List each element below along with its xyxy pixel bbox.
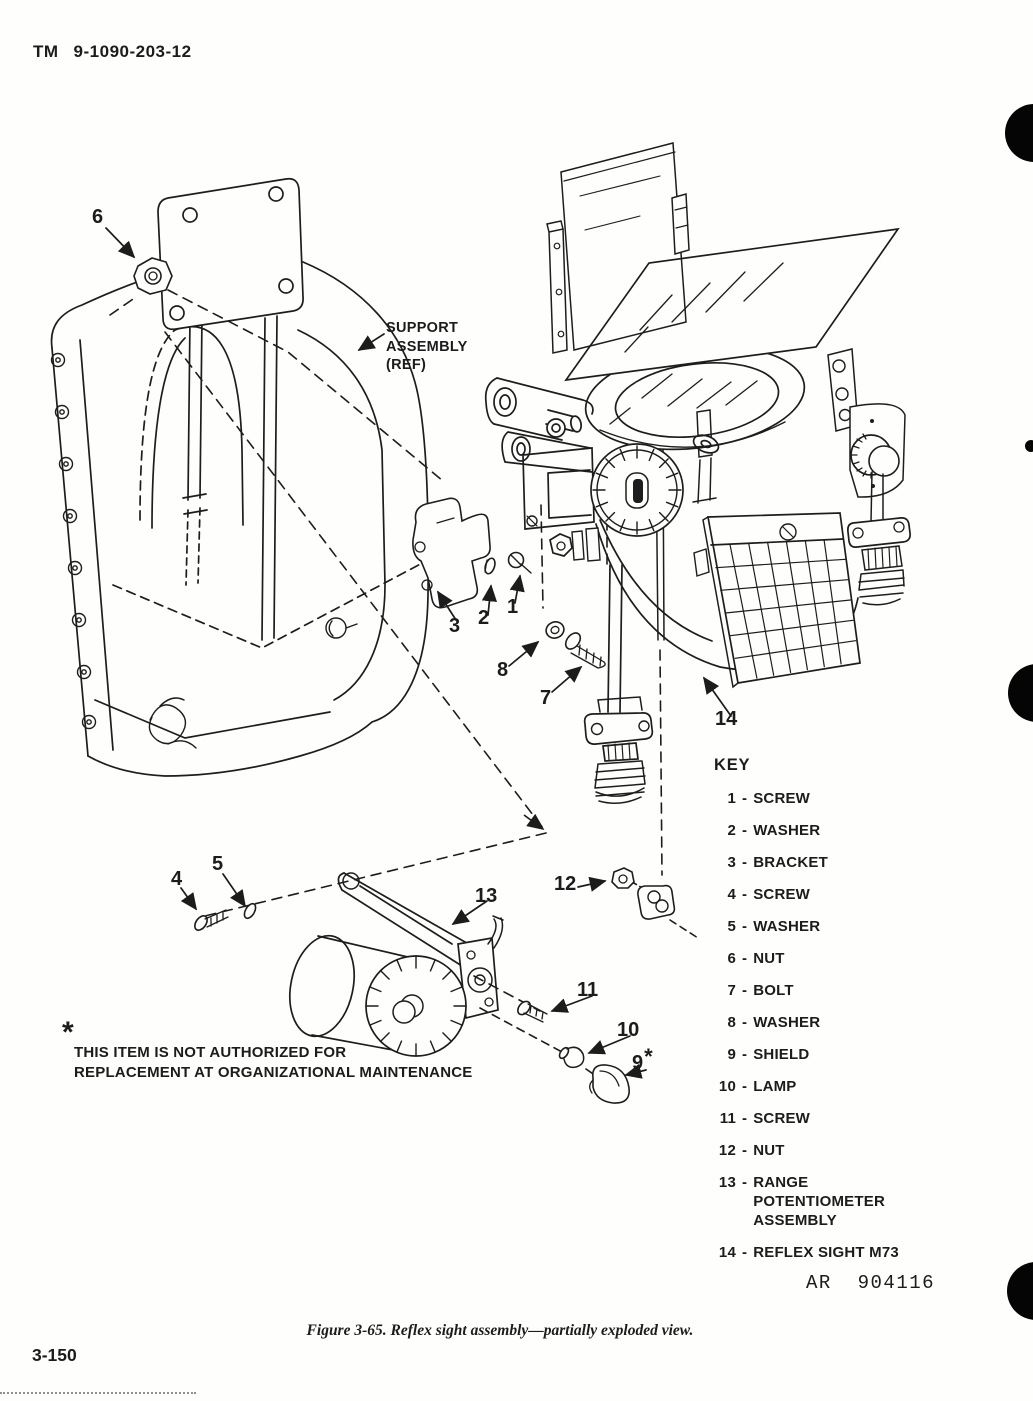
key-item: 14-REFLEX SIGHT M73 bbox=[718, 1244, 899, 1261]
key-item: 9-SHIELD bbox=[727, 1046, 810, 1063]
key-item: 13-RANGE POTENTIOMETER ASSEMBLY bbox=[718, 1174, 885, 1229]
key-item: 6-NUT bbox=[727, 950, 785, 967]
callout-7: 7 bbox=[540, 687, 552, 709]
page-header: TM 9-1090-203-12 bbox=[33, 42, 192, 62]
note-asterisk: * bbox=[62, 1016, 74, 1049]
key-list: 1-SCREW 2-WASHER 3-BRACKET 4-SCREW 5-WAS… bbox=[712, 789, 941, 1275]
callout-12: 12 bbox=[554, 873, 577, 895]
key-item: 10-LAMP bbox=[718, 1078, 797, 1095]
callout-8: 8 bbox=[497, 659, 509, 681]
binding-hole-dot-small bbox=[1025, 440, 1033, 452]
callout-11: 11 bbox=[577, 979, 599, 1001]
callout-6: 6 bbox=[92, 206, 104, 228]
key-item: 12-NUT bbox=[718, 1142, 785, 1159]
reflex-sight-drawing bbox=[484, 142, 911, 804]
key-item: 5-WASHER bbox=[727, 918, 821, 935]
support-assembly-label: SUPPORT ASSEMBLY (REF) bbox=[386, 320, 468, 373]
callout-9-asterisk: * bbox=[644, 1044, 653, 1069]
key-item: 7-BOLT bbox=[727, 982, 794, 999]
figure-caption: Figure 3-65. Reflex sight assembly—parti… bbox=[306, 1322, 694, 1339]
range-potentiometer-drawing bbox=[289, 872, 504, 1057]
ar-number: AR 904116 bbox=[806, 1272, 936, 1294]
callout-arrows bbox=[105, 227, 732, 1079]
key-item: 4-SCREW bbox=[727, 886, 811, 903]
manual-type: TM bbox=[33, 42, 59, 61]
callout-1: 1 bbox=[507, 596, 519, 618]
small-parts-drawing bbox=[133, 257, 676, 1104]
callout-5: 5 bbox=[212, 853, 224, 875]
callout-2: 2 bbox=[478, 607, 490, 629]
manual-number: 9-1090-203-12 bbox=[73, 42, 192, 61]
key-item: 2-WASHER bbox=[727, 822, 821, 839]
scan-edge-artifact bbox=[0, 1392, 196, 1394]
mount-point-arrow bbox=[523, 813, 545, 831]
page-number: 3-150 bbox=[32, 1345, 77, 1365]
callout-10: 10 bbox=[617, 1019, 640, 1041]
key-item: 8-WASHER bbox=[727, 1014, 821, 1031]
key-item: 1-SCREW bbox=[727, 790, 811, 807]
key-title: KEY bbox=[714, 756, 751, 774]
callout-3: 3 bbox=[449, 615, 461, 637]
callout-9: 9* bbox=[632, 1044, 653, 1074]
maintenance-note: THIS ITEM IS NOT AUTHORIZED FOR REPLACEM… bbox=[74, 1044, 473, 1081]
support-assembly-drawing bbox=[50, 177, 430, 777]
key-item: 11-SCREW bbox=[719, 1110, 811, 1127]
callout-13: 13 bbox=[475, 885, 498, 907]
assembly-dashed-lines bbox=[109, 289, 699, 1077]
callout-4: 4 bbox=[171, 868, 183, 890]
callout-14: 14 bbox=[715, 708, 738, 730]
key-item: 3-BRACKET bbox=[727, 854, 828, 871]
